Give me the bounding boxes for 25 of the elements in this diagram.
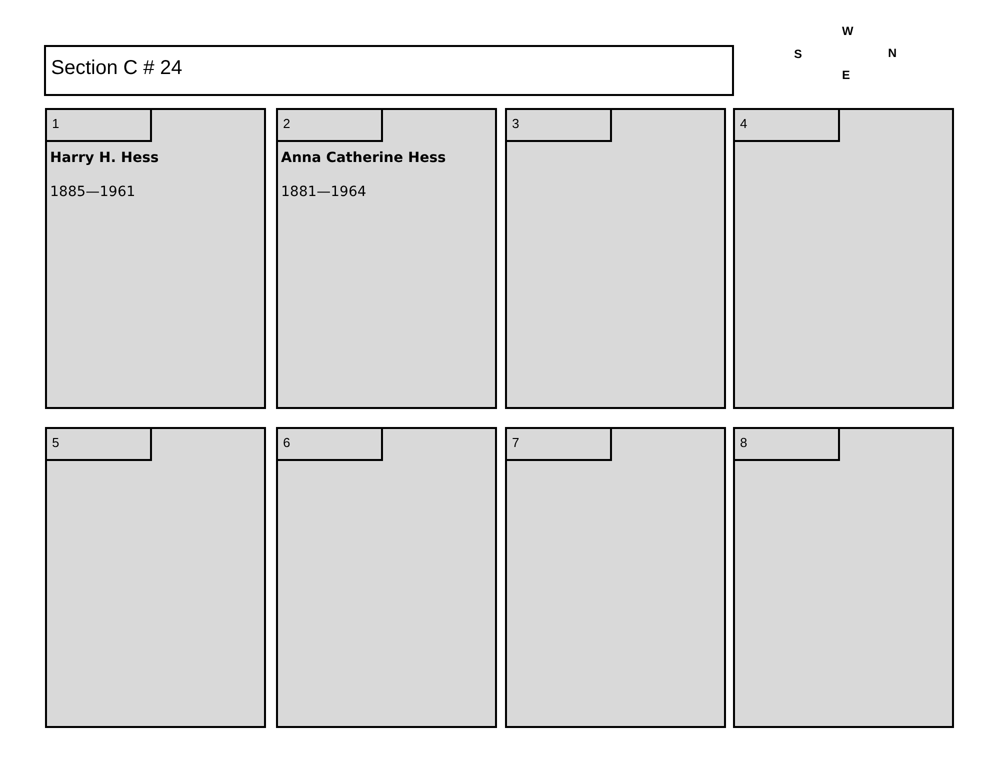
grave-plot — [733, 108, 954, 409]
plot-number: 6 — [278, 429, 383, 461]
grave-plot — [45, 108, 266, 409]
plot-number: 4 — [735, 110, 840, 142]
plot-number: 1 — [47, 110, 152, 142]
compass-letter: S — [794, 47, 802, 61]
compass-letter: E — [842, 68, 850, 82]
section-title: Section C # 24 — [44, 45, 734, 96]
grave-plot — [276, 108, 497, 409]
plot-number: 2 — [278, 110, 383, 142]
life-dates: 1885—1961 — [50, 184, 136, 200]
person-name: Harry H. Hess — [50, 150, 159, 166]
grave-plot — [733, 427, 954, 728]
plot-number: 5 — [47, 429, 152, 461]
grave-plot — [505, 108, 726, 409]
compass-letter: N — [888, 46, 897, 60]
plot-number: 3 — [507, 110, 612, 142]
plot-number: 8 — [735, 429, 840, 461]
plot-number: 7 — [507, 429, 612, 461]
grave-plot — [505, 427, 726, 728]
grave-plot — [45, 427, 266, 728]
life-dates: 1881—1964 — [281, 184, 366, 200]
compass-letter: W — [842, 24, 854, 38]
grave-plot — [276, 427, 497, 728]
person-name: Anna Catherine Hess — [281, 150, 446, 166]
